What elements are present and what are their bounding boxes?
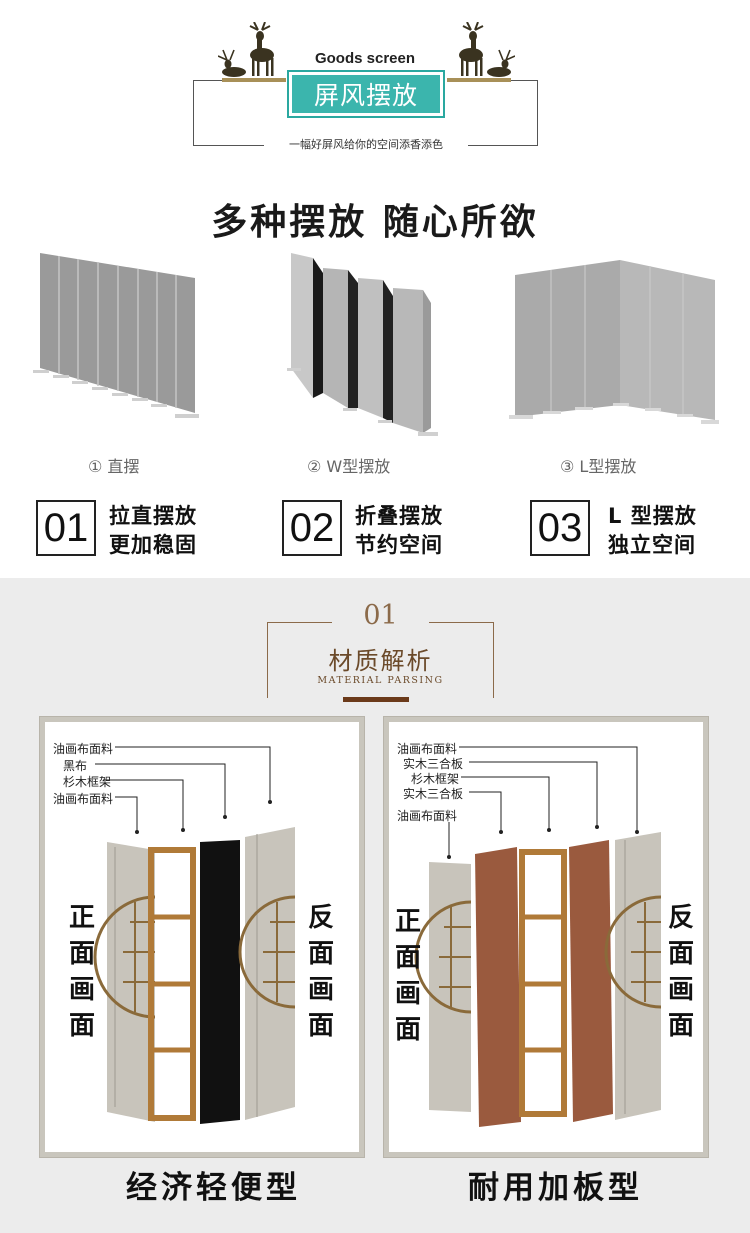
char: 面 [667,1011,694,1041]
char: 面 [68,939,95,969]
char: 面 [307,939,334,969]
economy-layers-diagram [93,746,296,1124]
panel-durable: 油画布面料 实木三合板 杉木框架 实木三合板 油画布面料 正 面 画 面 反 面… [384,717,708,1157]
feature-line1: L 型摆放 [608,504,697,528]
layer-label: 实木三合板 [403,757,464,771]
header-tagline: 一幅好屏风给你的空间添香添色 [264,136,468,152]
layer-label: 杉木框架 [411,772,460,786]
char: 面 [667,939,694,969]
char: 画 [667,975,694,1005]
durable-layers-diagram [414,746,662,1127]
header-en-title: Goods screen [314,50,416,67]
feature-number-03: 03 [530,500,590,556]
char: 面 [394,943,421,973]
layer-label: 油画布面料 [397,809,458,823]
feature-line1: 拉直摆放 [109,504,197,528]
caption-straight: ① 直摆 [88,457,140,476]
material-number: 01 [363,600,398,631]
char: 画 [307,975,334,1005]
material-en-title: MATERIAL PARSING [317,675,444,686]
deer-decoration-left-icon [218,22,286,82]
main-title: 多种摆放 随心所欲 [211,201,539,243]
feature-desc-01: 拉直摆放 更加稳固 [109,502,197,560]
layer-label: 实木三合板 [403,787,464,801]
back-side-label: 反 面 画 面 [666,900,696,1044]
back-side-label: 反 面 画 面 [306,900,336,1044]
layer-label: 油画布面料 [53,742,114,756]
feature-number-02: 02 [282,500,342,556]
durable-type-label: 耐用加板型 [468,1170,643,1206]
char: 画 [394,979,421,1009]
feature-desc-02: 折叠摆放 节约空间 [355,502,443,560]
layer-label: 油画布面料 [397,742,458,756]
front-side-label: 正 面 画 面 [67,900,97,1044]
feature-desc-03: L 型摆放 独立空间 [608,502,697,560]
panel-economy: 油画布面料 黑布 杉木框架 油画布面料 正 面 画 面 反 面 画 面 [40,717,364,1157]
material-title-bar [343,697,409,702]
frame-line [429,622,494,623]
feature-line2: 节约空间 [355,533,443,557]
char: 正 [68,903,95,933]
char: 正 [394,907,421,937]
char: 反 [667,903,694,933]
char: 面 [307,1011,334,1041]
char: 面 [68,1011,95,1041]
feature-line1: 折叠摆放 [355,504,443,528]
feature-line2: 独立空间 [608,533,696,557]
caption-w-fold: ② W型摆放 [307,457,391,476]
header-title: 屏风摆放 [292,75,440,113]
deer-decoration-right-icon [447,22,515,82]
w-fold-screen-image [287,253,438,436]
economy-type-label: 经济轻便型 [126,1170,301,1206]
feature-line2: 更加稳固 [109,533,197,557]
layer-label: 杉木框架 [63,775,112,789]
caption-l-shape: ③ L型摆放 [560,457,637,476]
feature-number-01: 01 [36,500,96,556]
header-title-badge: 屏风摆放 [287,70,445,118]
l-shape-screen-image [509,260,719,424]
material-title-frame [267,622,494,698]
straight-screen-image [33,253,199,418]
char: 反 [307,903,334,933]
front-side-label: 正 面 画 面 [393,904,423,1048]
char: 画 [68,975,95,1005]
layer-label: 油画布面料 [53,792,114,806]
material-title: 材质解析 [328,647,433,675]
char: 面 [394,1015,421,1045]
frame-line [267,622,332,623]
layer-label: 黑布 [63,759,88,773]
